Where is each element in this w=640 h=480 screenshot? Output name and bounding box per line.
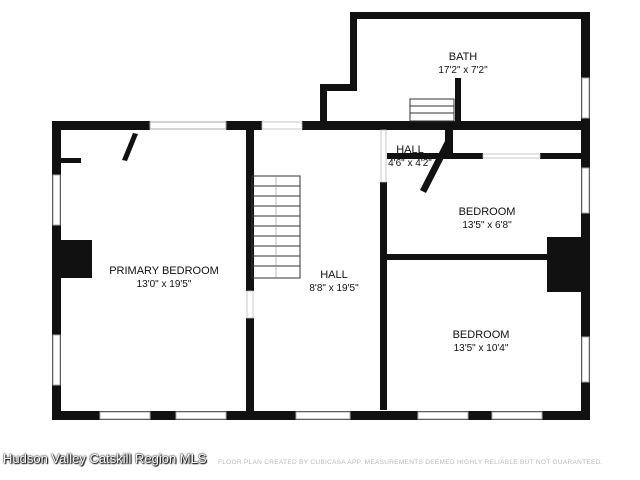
stairs xyxy=(251,98,455,279)
wall-segment xyxy=(246,318,254,420)
window xyxy=(52,334,61,386)
window xyxy=(175,411,227,420)
window xyxy=(52,174,61,226)
windows xyxy=(52,77,590,420)
room-hall-small: HALL 4'6" x 4'2" xyxy=(388,144,432,169)
wall-segment xyxy=(52,121,150,130)
room-name: HALL xyxy=(396,144,424,156)
window xyxy=(491,411,543,420)
room-bedroom-lower: BEDROOM 13'5" x 10'4" xyxy=(453,329,510,354)
wall-segment xyxy=(455,78,461,130)
wall-segment xyxy=(380,182,387,410)
room-bath: BATH 17'2" x 7'2" xyxy=(438,51,488,76)
wall-segment xyxy=(122,133,138,161)
door-opening xyxy=(380,129,387,183)
room-primary-bedroom: PRIMARY BEDROOM 13'0" x 19'5" xyxy=(109,265,219,290)
window xyxy=(417,411,469,420)
wall-segment xyxy=(320,84,357,91)
chimneys xyxy=(61,237,581,292)
watermark-text: Hudson Valley Catskill Region MLS xyxy=(3,451,207,466)
room-name: BEDROOM xyxy=(453,329,510,341)
wall-segment xyxy=(302,121,590,130)
window xyxy=(581,167,590,214)
room-dimensions: 13'5" x 10'4" xyxy=(454,343,509,354)
wall-segment xyxy=(320,84,327,130)
room-dimensions: 13'5" x 6'8" xyxy=(462,220,512,231)
staircase-small xyxy=(409,98,455,122)
room-dimensions: 4'6" x 4'2" xyxy=(388,158,432,169)
room-name: BATH xyxy=(449,51,478,63)
room-name: BEDROOM xyxy=(459,206,516,218)
chimney xyxy=(61,240,92,278)
room-dimensions: 8'8" x 19'5" xyxy=(309,283,359,294)
wall-segment xyxy=(387,254,590,260)
disclaimer-text: FLOOR PLAN CREATED BY CUBICASA APP. MEAS… xyxy=(218,459,603,466)
window xyxy=(149,121,227,130)
wall-segment xyxy=(420,139,452,193)
wall-segment xyxy=(61,158,81,163)
wall-segment xyxy=(52,121,61,420)
wall-segment xyxy=(226,121,262,130)
room-name: HALL xyxy=(320,269,348,281)
wall-segment xyxy=(540,153,590,159)
wall-segment xyxy=(246,121,254,291)
window xyxy=(99,411,151,420)
wall-segment xyxy=(350,12,590,19)
room-dimensions: 17'2" x 7'2" xyxy=(438,65,488,76)
window xyxy=(581,336,590,383)
wall-segment xyxy=(350,12,357,91)
door-opening xyxy=(261,121,303,130)
window xyxy=(295,411,351,420)
door-opening xyxy=(246,290,254,319)
room-dimensions: 13'0" x 19'5" xyxy=(137,279,192,290)
window xyxy=(581,77,590,119)
room-bedroom-upper: BEDROOM 13'5" x 6'8" xyxy=(459,206,516,231)
room-labels: BATH 17'2" x 7'2" HALL 4'6" x 4'2" BEDRO… xyxy=(109,51,515,354)
chimney xyxy=(547,237,581,292)
wall-segment xyxy=(581,12,590,420)
room-hall-main: HALL 8'8" x 19'5" xyxy=(309,269,359,294)
room-name: PRIMARY BEDROOM xyxy=(109,265,219,277)
door-openings xyxy=(246,121,541,319)
wall-segment xyxy=(387,153,483,159)
door-opening xyxy=(482,153,541,159)
